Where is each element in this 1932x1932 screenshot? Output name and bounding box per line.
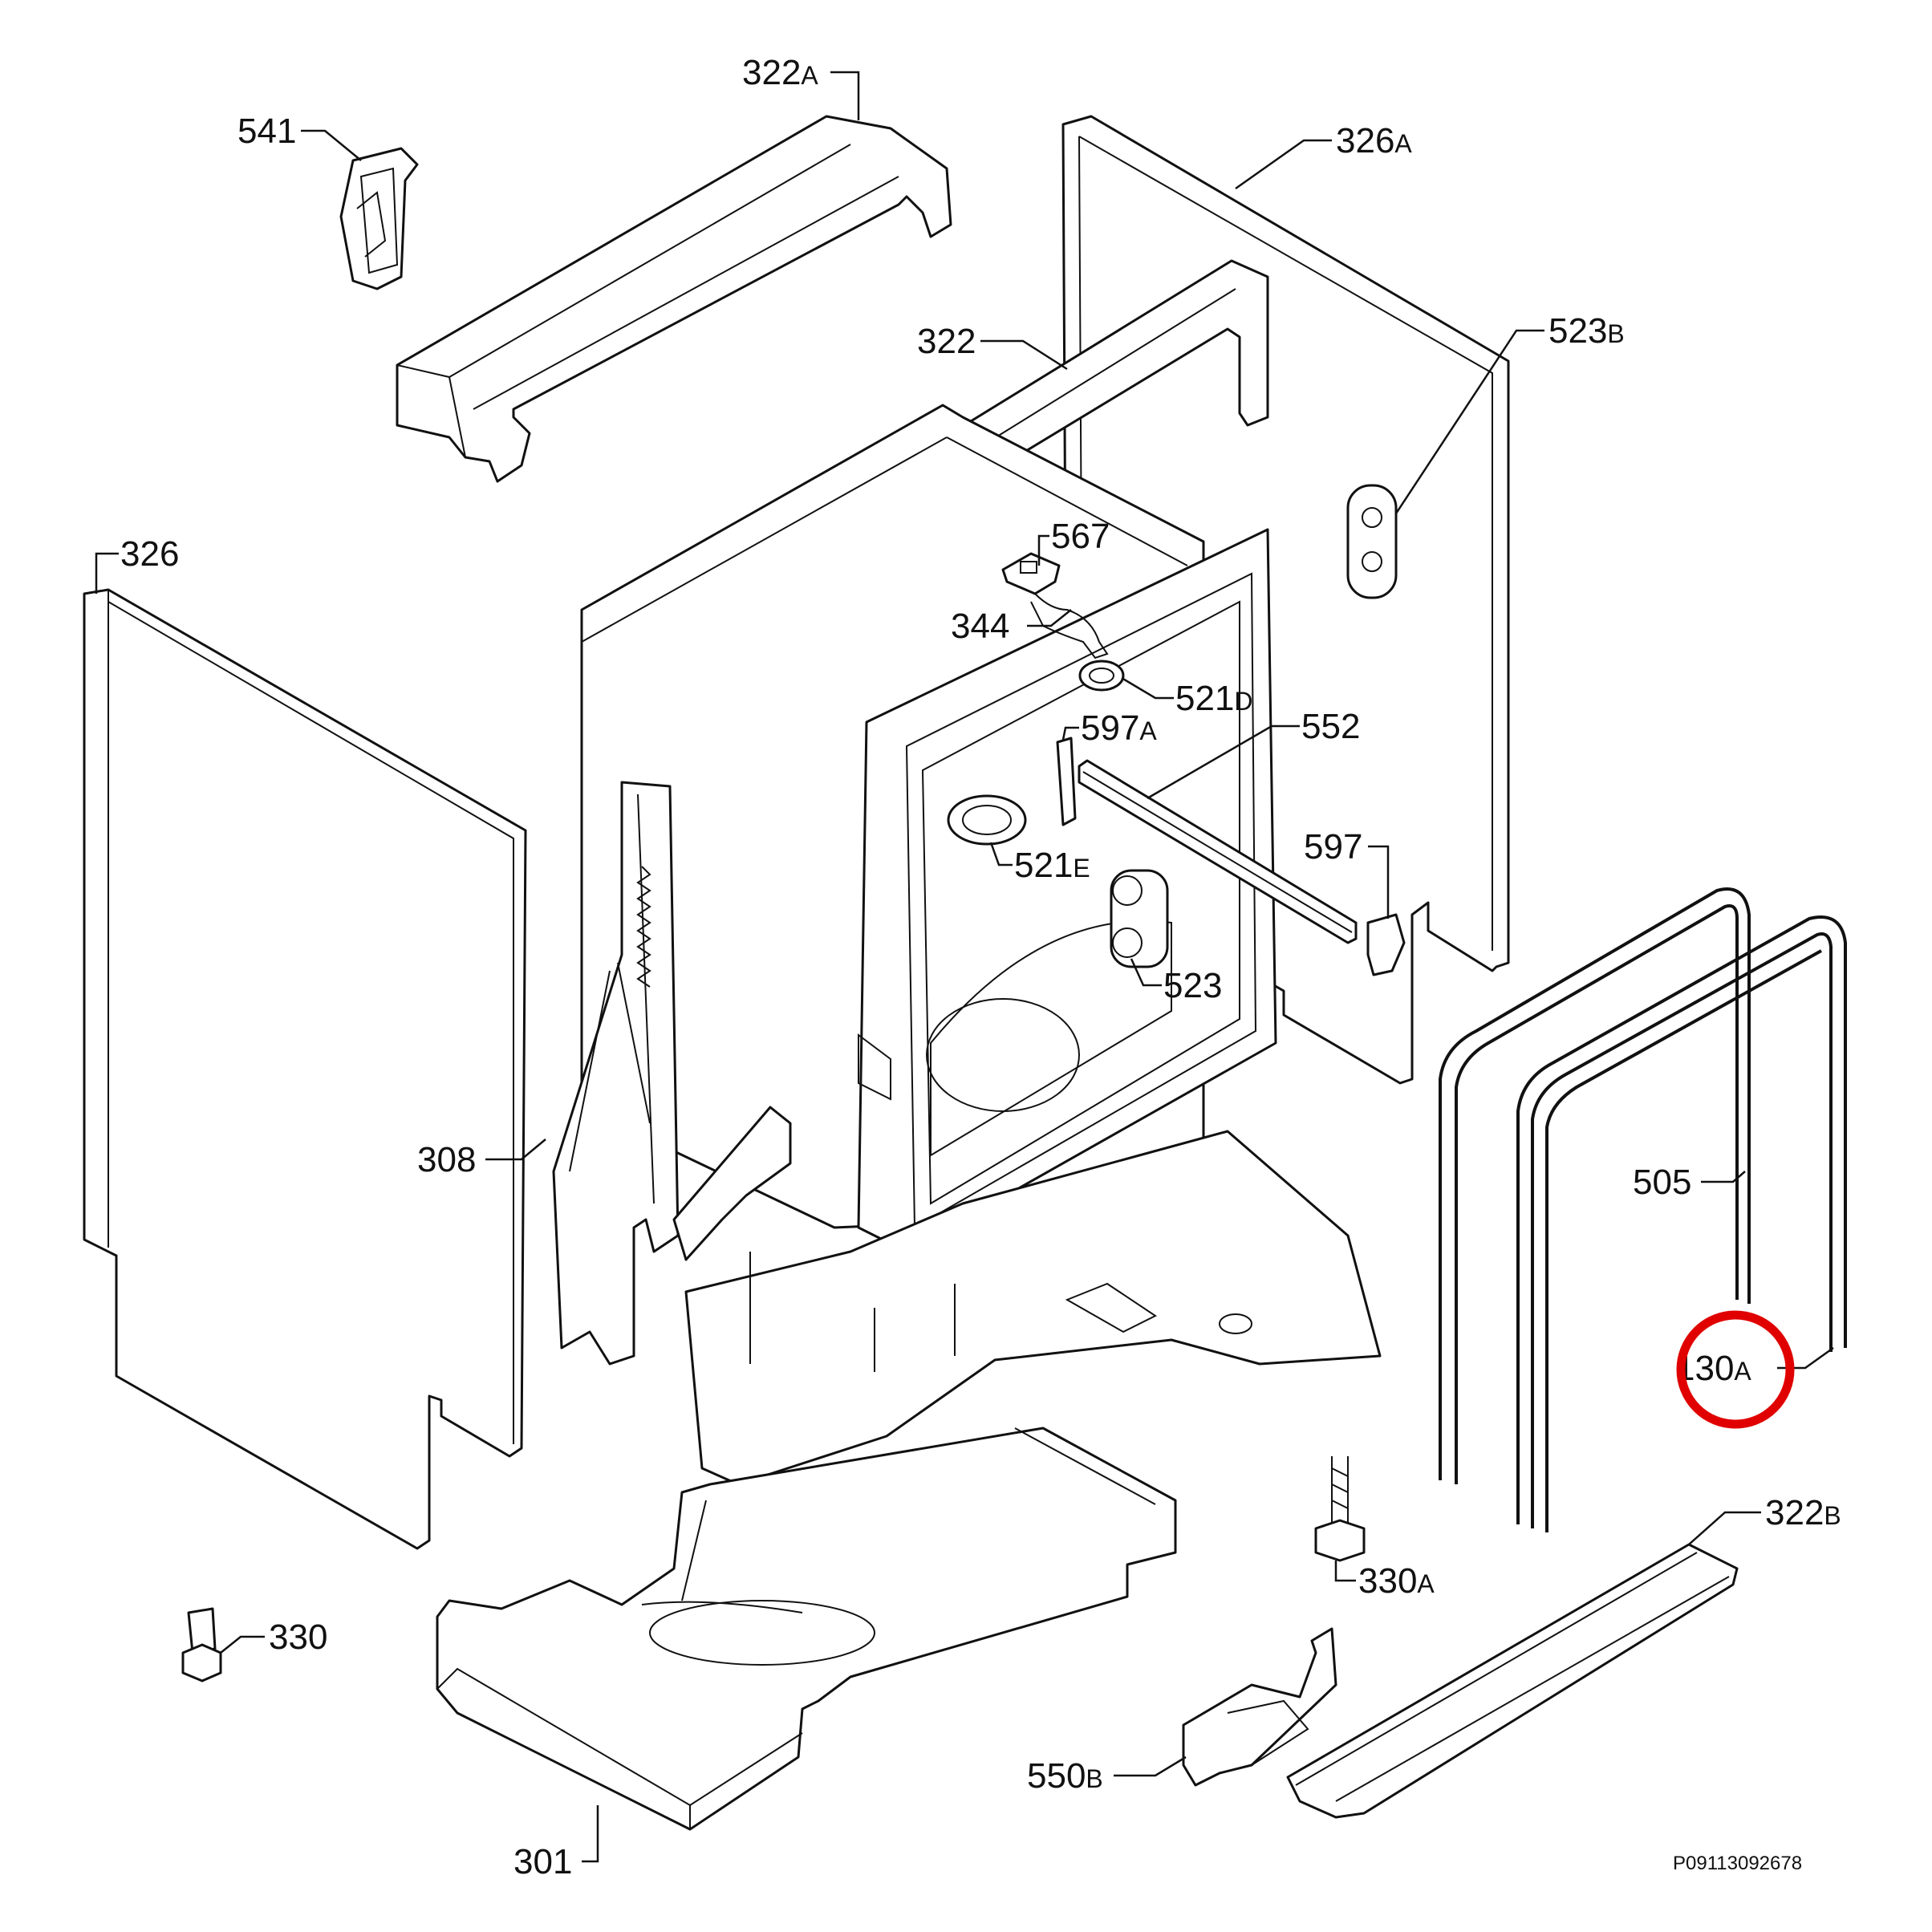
- highlight-circle: [1676, 1310, 1795, 1429]
- part-301-tray: [436, 1427, 1177, 1831]
- part-326-left-panel: [83, 588, 527, 1550]
- part-505-seal: [1439, 887, 1751, 1484]
- part-541-clip: [339, 147, 419, 290]
- callout-567: 567: [1051, 517, 1110, 556]
- callout-322a: 322A: [742, 53, 818, 92]
- callout-330: 330: [269, 1617, 327, 1657]
- callout-326: 326: [120, 534, 179, 574]
- callout-541: 541: [237, 112, 296, 151]
- part-550b-bracket: [1182, 1627, 1337, 1787]
- callout-597a: 597A: [1081, 708, 1157, 748]
- callout-521e: 521E: [1014, 846, 1090, 885]
- part-552-rail: [1078, 759, 1358, 944]
- callout-326a: 326A: [1336, 121, 1412, 160]
- callout-521d: 521D: [1175, 679, 1253, 718]
- part-344-spring: [1030, 593, 1109, 660]
- part-597a-clip: [1056, 737, 1077, 826]
- part-322b-rail: [1286, 1543, 1739, 1819]
- callout-523b: 523B: [1548, 311, 1625, 351]
- part-door-frame: [857, 528, 1277, 1253]
- part-521d-ring: [1078, 660, 1125, 692]
- callout-330a: 330A: [1358, 1561, 1435, 1601]
- leader-lines: [95, 71, 1834, 1863]
- callout-523: 523: [1163, 966, 1222, 1005]
- callout-labels: 322A 541 326A 322 523B 326 567 344 521D …: [120, 53, 1841, 1881]
- part-330a-foot: [1314, 1456, 1366, 1562]
- drawing-code: P09113092678: [1673, 1853, 1802, 1874]
- part-523-plate: [1110, 869, 1169, 968]
- callout-344: 344: [951, 607, 1009, 646]
- part-drawings: [83, 115, 1847, 1831]
- callout-308: 308: [417, 1140, 476, 1179]
- part-567-clip: [1001, 552, 1061, 595]
- callout-597: 597: [1304, 827, 1362, 867]
- callout-301: 301: [513, 1842, 572, 1881]
- part-322a-top-frame: [396, 115, 952, 483]
- callout-550b: 550B: [1027, 1756, 1103, 1796]
- part-523b-grommet: [1346, 484, 1398, 599]
- part-130a-seal: [1516, 915, 1847, 1532]
- part-521e-ring: [947, 794, 1027, 846]
- part-308-hinge: [552, 781, 792, 1366]
- callout-505: 505: [1633, 1163, 1691, 1202]
- callout-322b: 322B: [1765, 1493, 1841, 1532]
- callout-552: 552: [1301, 707, 1360, 746]
- part-597-clip: [1366, 913, 1406, 976]
- part-330-foot: [181, 1607, 222, 1682]
- callout-322: 322: [917, 322, 976, 361]
